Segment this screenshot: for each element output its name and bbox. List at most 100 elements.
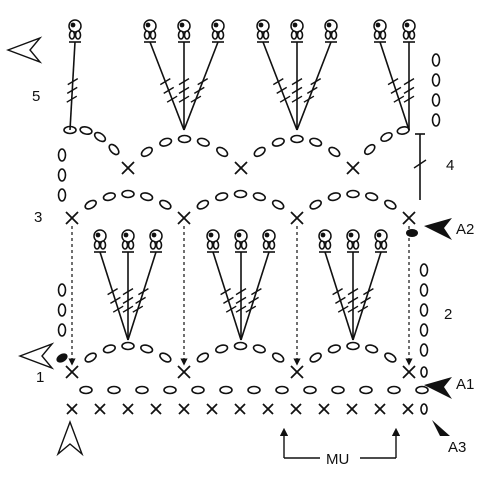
- chain-stitch-symbol: [271, 352, 285, 363]
- picot-dot: [151, 232, 157, 238]
- chain-stitch-symbol: [233, 341, 248, 351]
- chain-stitch-symbol: [290, 30, 298, 40]
- chain-stitch-symbol: [419, 283, 429, 297]
- picot-dot: [70, 22, 76, 28]
- stitch-wrap: [112, 305, 124, 313]
- single-crochet-symbol: [402, 403, 414, 415]
- marker-a3-arrow: [432, 420, 450, 448]
- stitch-wrap: [178, 95, 190, 103]
- chain-stitch-symbol: [290, 134, 304, 144]
- stitch-wrap: [138, 287, 149, 296]
- picot-dot: [326, 22, 332, 28]
- row-number-2: 2: [444, 306, 452, 323]
- chain-stitch-symbol: [380, 240, 388, 250]
- stitch-wrap: [403, 86, 415, 95]
- cross-stroke: [150, 403, 162, 415]
- treble-stitch-groups: [66, 19, 416, 341]
- chain-stitch-symbol: [328, 146, 341, 158]
- single-crochet-symbol: [234, 161, 248, 175]
- chain-stitch-symbol: [121, 240, 129, 250]
- stitch-wrap: [178, 77, 190, 86]
- chain-stitch-symbol: [324, 240, 332, 250]
- chain-stitch-symbol: [57, 148, 67, 162]
- treble-crochet-symbol: [346, 229, 360, 340]
- chain-stitch-symbol: [380, 131, 393, 143]
- stitch-post: [69, 41, 76, 131]
- stitch-wrap: [178, 86, 190, 95]
- stitch-wrap: [223, 296, 234, 305]
- picot-dot: [320, 232, 326, 238]
- chain-stitch-symbol: [177, 134, 192, 144]
- stitch-wrap: [135, 296, 146, 305]
- picot-dot: [213, 22, 219, 28]
- treble-crochet-symbol: [402, 19, 416, 130]
- row-number-1: 1: [36, 369, 44, 386]
- picot-dot: [376, 232, 382, 238]
- treble-crochet-symbol: [206, 229, 242, 341]
- chain-stitch-symbol: [262, 30, 270, 40]
- single-crochet-symbol: [121, 161, 135, 175]
- stitch-wrap: [235, 287, 247, 296]
- chain-stitch-symbol: [374, 240, 382, 250]
- stitch-wrap: [276, 86, 288, 95]
- chain-stitch-symbol: [373, 30, 381, 40]
- chain-stitch-symbol: [102, 192, 116, 202]
- stitch-wrap: [66, 95, 78, 103]
- cross-stroke: [177, 211, 191, 225]
- stitch-wrap: [245, 305, 257, 313]
- stitch-wrap: [67, 77, 79, 86]
- cross-stroke: [66, 403, 78, 415]
- stitch-wrap: [132, 305, 144, 313]
- stitch-wrap: [360, 296, 371, 305]
- chain-stitch-symbol: [206, 240, 214, 250]
- picot-dot: [258, 22, 264, 28]
- marker-a2-arrow: [424, 218, 452, 240]
- cross-stroke: [65, 365, 79, 379]
- chain-stitch-symbol: [163, 385, 177, 395]
- cross-stroke: [206, 403, 218, 415]
- stitch-wrap: [220, 287, 231, 296]
- picot-dot: [404, 22, 410, 28]
- chain-stitch-symbol: [93, 240, 101, 250]
- cross-stroke: [290, 403, 302, 415]
- treble-crochet-symbol: [318, 229, 354, 341]
- single-crochet-symbol: [374, 403, 386, 415]
- chain-stitch-symbol: [191, 385, 205, 395]
- treble-crochet-symbol: [127, 229, 163, 341]
- chain-stitch-symbol: [140, 192, 154, 202]
- chain-stitch-symbol: [253, 146, 266, 158]
- stitch-wrap: [332, 287, 343, 296]
- stitch-post: [379, 41, 410, 131]
- chain-stitch-symbol: [318, 240, 326, 250]
- stitch-wrap: [291, 77, 303, 86]
- chain-stitch-symbol: [327, 192, 341, 202]
- stitch-wrap: [190, 95, 202, 103]
- chain-stitch-symbol: [57, 188, 67, 202]
- chain-stitch-symbol: [420, 366, 428, 378]
- chain-stitch-symbol: [415, 385, 429, 395]
- chain-stitch-symbol: [271, 137, 285, 147]
- stitch-wrap: [251, 287, 262, 296]
- single-crochet-symbol: [65, 365, 79, 379]
- chain-stitch-symbol: [352, 240, 360, 250]
- cross-stroke: [121, 161, 135, 175]
- single-crochet-symbol: [262, 403, 274, 415]
- chain-stitch-symbol: [211, 30, 219, 40]
- chain-stitch-symbol: [268, 240, 276, 250]
- marker-a2-label: A2: [456, 221, 474, 238]
- chain-stitch-symbol: [247, 385, 261, 395]
- chain-stitch-symbol: [309, 199, 322, 210]
- stitch-wrap: [363, 287, 374, 296]
- chain-stitch-symbol: [271, 199, 285, 210]
- stitch-wrap: [347, 305, 359, 313]
- stitch-wrap: [122, 296, 134, 305]
- single-crochet-symbol: [66, 403, 78, 415]
- stitch-wrap: [306, 86, 318, 95]
- stitch-wrap: [291, 95, 303, 103]
- chain-stitch-symbol: [256, 30, 264, 40]
- chain-stitch-symbol: [309, 137, 323, 147]
- row-start-arrow: [18, 342, 55, 370]
- stitch-wrap: [413, 159, 427, 169]
- chain-stitch-symbol: [99, 240, 107, 250]
